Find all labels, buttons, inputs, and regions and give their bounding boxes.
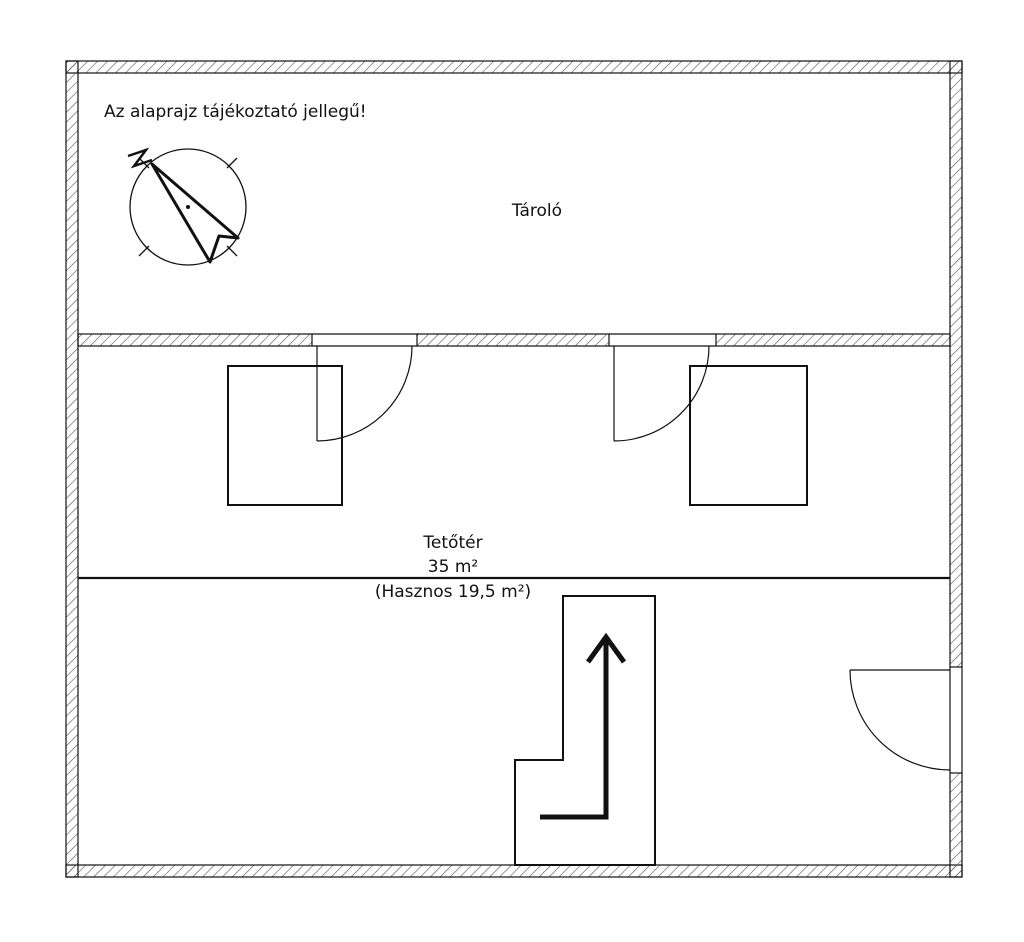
roof-window-left bbox=[227, 365, 343, 506]
compass-icon bbox=[127, 147, 247, 266]
north-label bbox=[127, 147, 153, 169]
door-left bbox=[316, 345, 413, 442]
door-right bbox=[613, 345, 710, 442]
outer-walls bbox=[65, 60, 963, 878]
wall-right-upper bbox=[949, 60, 963, 668]
partition-wall bbox=[77, 333, 951, 347]
partition-segment-left bbox=[77, 333, 313, 347]
stair-direction-arrow-icon bbox=[540, 632, 627, 820]
partition-segment-middle bbox=[416, 333, 610, 347]
wall-top bbox=[65, 60, 963, 74]
door-exterior bbox=[849, 669, 951, 771]
staircase bbox=[514, 595, 656, 866]
roof-window-right bbox=[689, 365, 808, 506]
room-label-storage: Tároló bbox=[511, 201, 562, 221]
room-usable-area-attic: (Hasznos 19,5 m²) bbox=[375, 582, 531, 602]
wall-right-lower bbox=[949, 772, 963, 878]
wall-bottom bbox=[65, 864, 963, 878]
partition-segment-right bbox=[715, 333, 951, 347]
room-area-attic: 35 m² bbox=[428, 557, 478, 577]
room-label-attic: Tetőtér bbox=[422, 533, 482, 553]
wall-left bbox=[65, 60, 79, 878]
disclaimer-text: Az alaprajz tájékoztató jellegű! bbox=[104, 102, 367, 122]
